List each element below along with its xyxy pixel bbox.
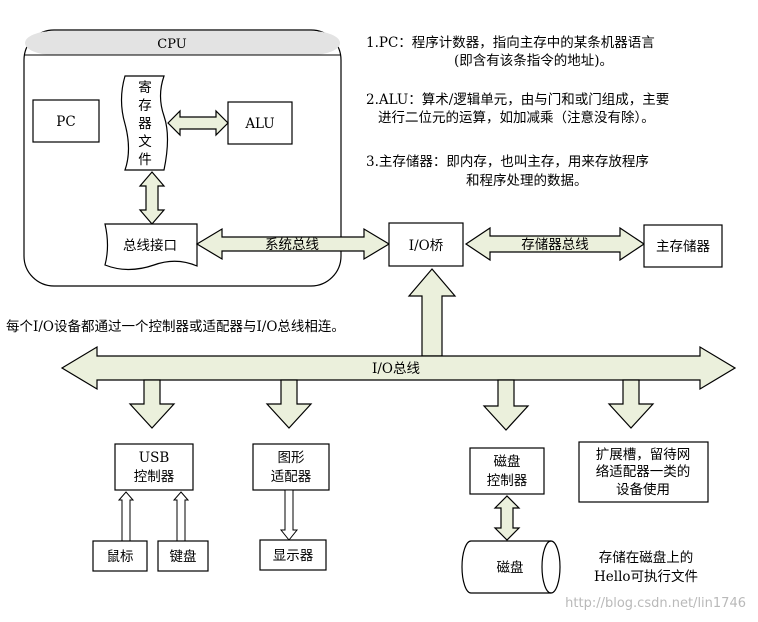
register-file-char-5: 件 [138, 152, 152, 168]
bus-interface-label: 总线接口 [123, 237, 177, 254]
io-to-expansion-arrow [607, 379, 655, 429]
usb-controller-box [114, 443, 194, 491]
main-memory-label: 主存储器 [656, 239, 710, 255]
expansion-slot-line-2: 络适配器一类的 [596, 464, 691, 480]
cpu-title-bar [25, 31, 340, 55]
note-alu-line-1: 2.ALU：算术/逻辑单元，由与门和或门组成，主要 [366, 92, 669, 108]
graphics-adapter-box [252, 443, 330, 491]
pc-label: PC [56, 114, 75, 130]
disk-cylinder-edge [541, 540, 552, 594]
register-file-char-3: 器 [138, 116, 152, 132]
mouse-box [92, 540, 148, 572]
mouse-label: 鼠标 [107, 549, 134, 565]
disk-controller-line-2: 控制器 [487, 473, 528, 489]
register-file-box [120, 75, 169, 171]
bridge-io-bus-arrow [407, 268, 457, 357]
disk-note-line-1: 存储在磁盘上的 [599, 549, 694, 566]
io-bridge-label: I/O桥 [409, 238, 444, 254]
graphics-adapter-line-1: 图形 [278, 450, 305, 466]
io-bus-arrow [60, 345, 737, 391]
io-to-graphics-arrow [265, 379, 313, 429]
register-file-char-4: 文 [138, 134, 152, 150]
disk-label: 磁盘 [497, 559, 524, 576]
cpu-container [23, 29, 342, 287]
graphics-to-display-arrow [279, 489, 299, 541]
watermark-text: http://blog.csdn.net/lin1746 [565, 596, 746, 611]
alu-label: ALU [244, 116, 274, 132]
note-pc-line-2: (即含有该条指令的地址)。 [454, 52, 613, 69]
expansion-slot-line-3: 设备使用 [616, 481, 670, 498]
cpu-title: CPU [157, 37, 186, 52]
expansion-slot-box [578, 441, 709, 503]
mouse-to-usb-arrow [117, 491, 135, 542]
io-devices-note: 每个I/O设备都通过一个控制器或适配器与I/O总线相连。 [6, 318, 345, 335]
note-pc-line-1: 1.PC：程序计数器，指向主存中的某条机器语言 [366, 34, 655, 51]
io-to-usb-arrow [128, 379, 176, 429]
disk-controller-disk-arrow [493, 495, 521, 541]
display-label: 显示器 [273, 548, 314, 564]
bus-interface-box [104, 223, 198, 271]
keyboard-box [157, 540, 209, 572]
note-alu-line-2: 进行二位元的运算，如加减乘（注意没有除）。 [378, 109, 655, 126]
usb-controller-line-2: 控制器 [134, 469, 175, 485]
disk-controller-line-1: 磁盘 [494, 453, 521, 470]
disk-controller-box [469, 447, 545, 495]
register-file-char-2: 存 [138, 98, 152, 114]
main-memory-box [643, 224, 723, 268]
note-memory-line-2: 和程序处理的数据。 [466, 173, 588, 189]
keyboard-to-usb-arrow [172, 491, 190, 542]
io-bus-label: I/O总线 [372, 361, 420, 377]
pc-register-box [32, 99, 100, 143]
alu-box [227, 101, 293, 145]
keyboard-label: 键盘 [170, 548, 197, 565]
display-box [259, 539, 327, 571]
io-to-disk-controller-arrow [482, 379, 530, 431]
system-bus-label: 系统总线 [265, 237, 319, 253]
memory-bus-label: 存储器总线 [521, 237, 589, 253]
io-bridge-box [388, 222, 464, 267]
usb-controller-line-1: USB [139, 450, 170, 466]
note-memory-line-1: 3.主存储器：即内存，也叫主存，用来存放程序 [366, 154, 649, 170]
register-alu-arrow [167, 109, 229, 137]
register-file-char-1: 寄 [138, 79, 152, 96]
expansion-slot-line-1: 扩展槽，留待网 [596, 447, 691, 463]
graphics-adapter-line-2: 适配器 [271, 469, 312, 485]
disk-note-line-2: Hello可执行文件 [594, 569, 698, 585]
